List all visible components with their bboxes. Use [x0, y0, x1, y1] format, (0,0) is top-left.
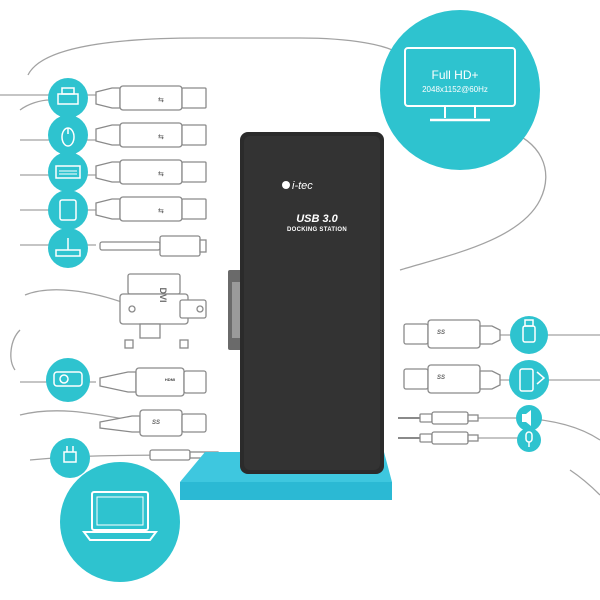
audio-jack-input: [398, 431, 479, 445]
dock-subtitle-label: DOCKING STATION: [287, 227, 347, 233]
router-icon: [48, 228, 88, 268]
right-device-icons: [509, 316, 549, 452]
printer-icon: [48, 78, 88, 118]
mouse-icon: [48, 115, 88, 155]
phone-icon: [509, 360, 549, 400]
monitor-resolution-title: Full HD+: [431, 68, 479, 82]
usb3-connector: [403, 364, 501, 394]
usb3-upstream-connector: [99, 409, 207, 437]
projector-icon: [46, 358, 90, 402]
power-plug-icon: [50, 438, 90, 478]
superspeed-label-right-1: SS: [437, 330, 446, 336]
audio-jack-output: [398, 411, 479, 425]
dvi-label: DVI: [158, 287, 168, 303]
dvi-connector: [119, 273, 207, 349]
laptop-callout: [60, 462, 180, 582]
usb-connector: ⇆: [95, 196, 207, 222]
left-device-icons: [46, 78, 90, 478]
usb-connector: ⇆: [95, 159, 207, 185]
left-usb-connectors: ⇆ ⇆ ⇆ ⇆: [95, 85, 207, 257]
svg-text:⇆: ⇆: [158, 207, 164, 215]
usb-connector: ⇆: [95, 122, 207, 148]
usb-connector: ⇆: [95, 85, 207, 111]
docking-station: [180, 132, 392, 500]
superspeed-label-right-2: SS: [437, 375, 446, 381]
svg-text:⇆: ⇆: [158, 96, 164, 104]
hdmi-label: HDMI: [164, 377, 176, 382]
microphone-icon: [517, 428, 541, 452]
usb-stick-icon: [510, 316, 548, 354]
tablet-icon: [48, 190, 88, 230]
brand-logo: i-tec: [292, 180, 313, 192]
monitor-callout: [380, 10, 540, 170]
svg-text:⇆: ⇆: [158, 170, 164, 178]
superspeed-label-left: SS: [152, 420, 161, 426]
monitor-resolution-detail: 2048x1152@60Hz: [422, 85, 488, 94]
speaker-icon: [516, 405, 542, 431]
usb3-connector: [403, 319, 501, 349]
dock-model-label: USB 3.0: [296, 213, 338, 225]
ethernet-connector: [99, 235, 207, 257]
keyboard-icon: [48, 152, 88, 192]
right-connectors: [398, 319, 501, 445]
svg-text:⇆: ⇆: [158, 133, 164, 141]
hdmi-connector: [99, 367, 207, 397]
